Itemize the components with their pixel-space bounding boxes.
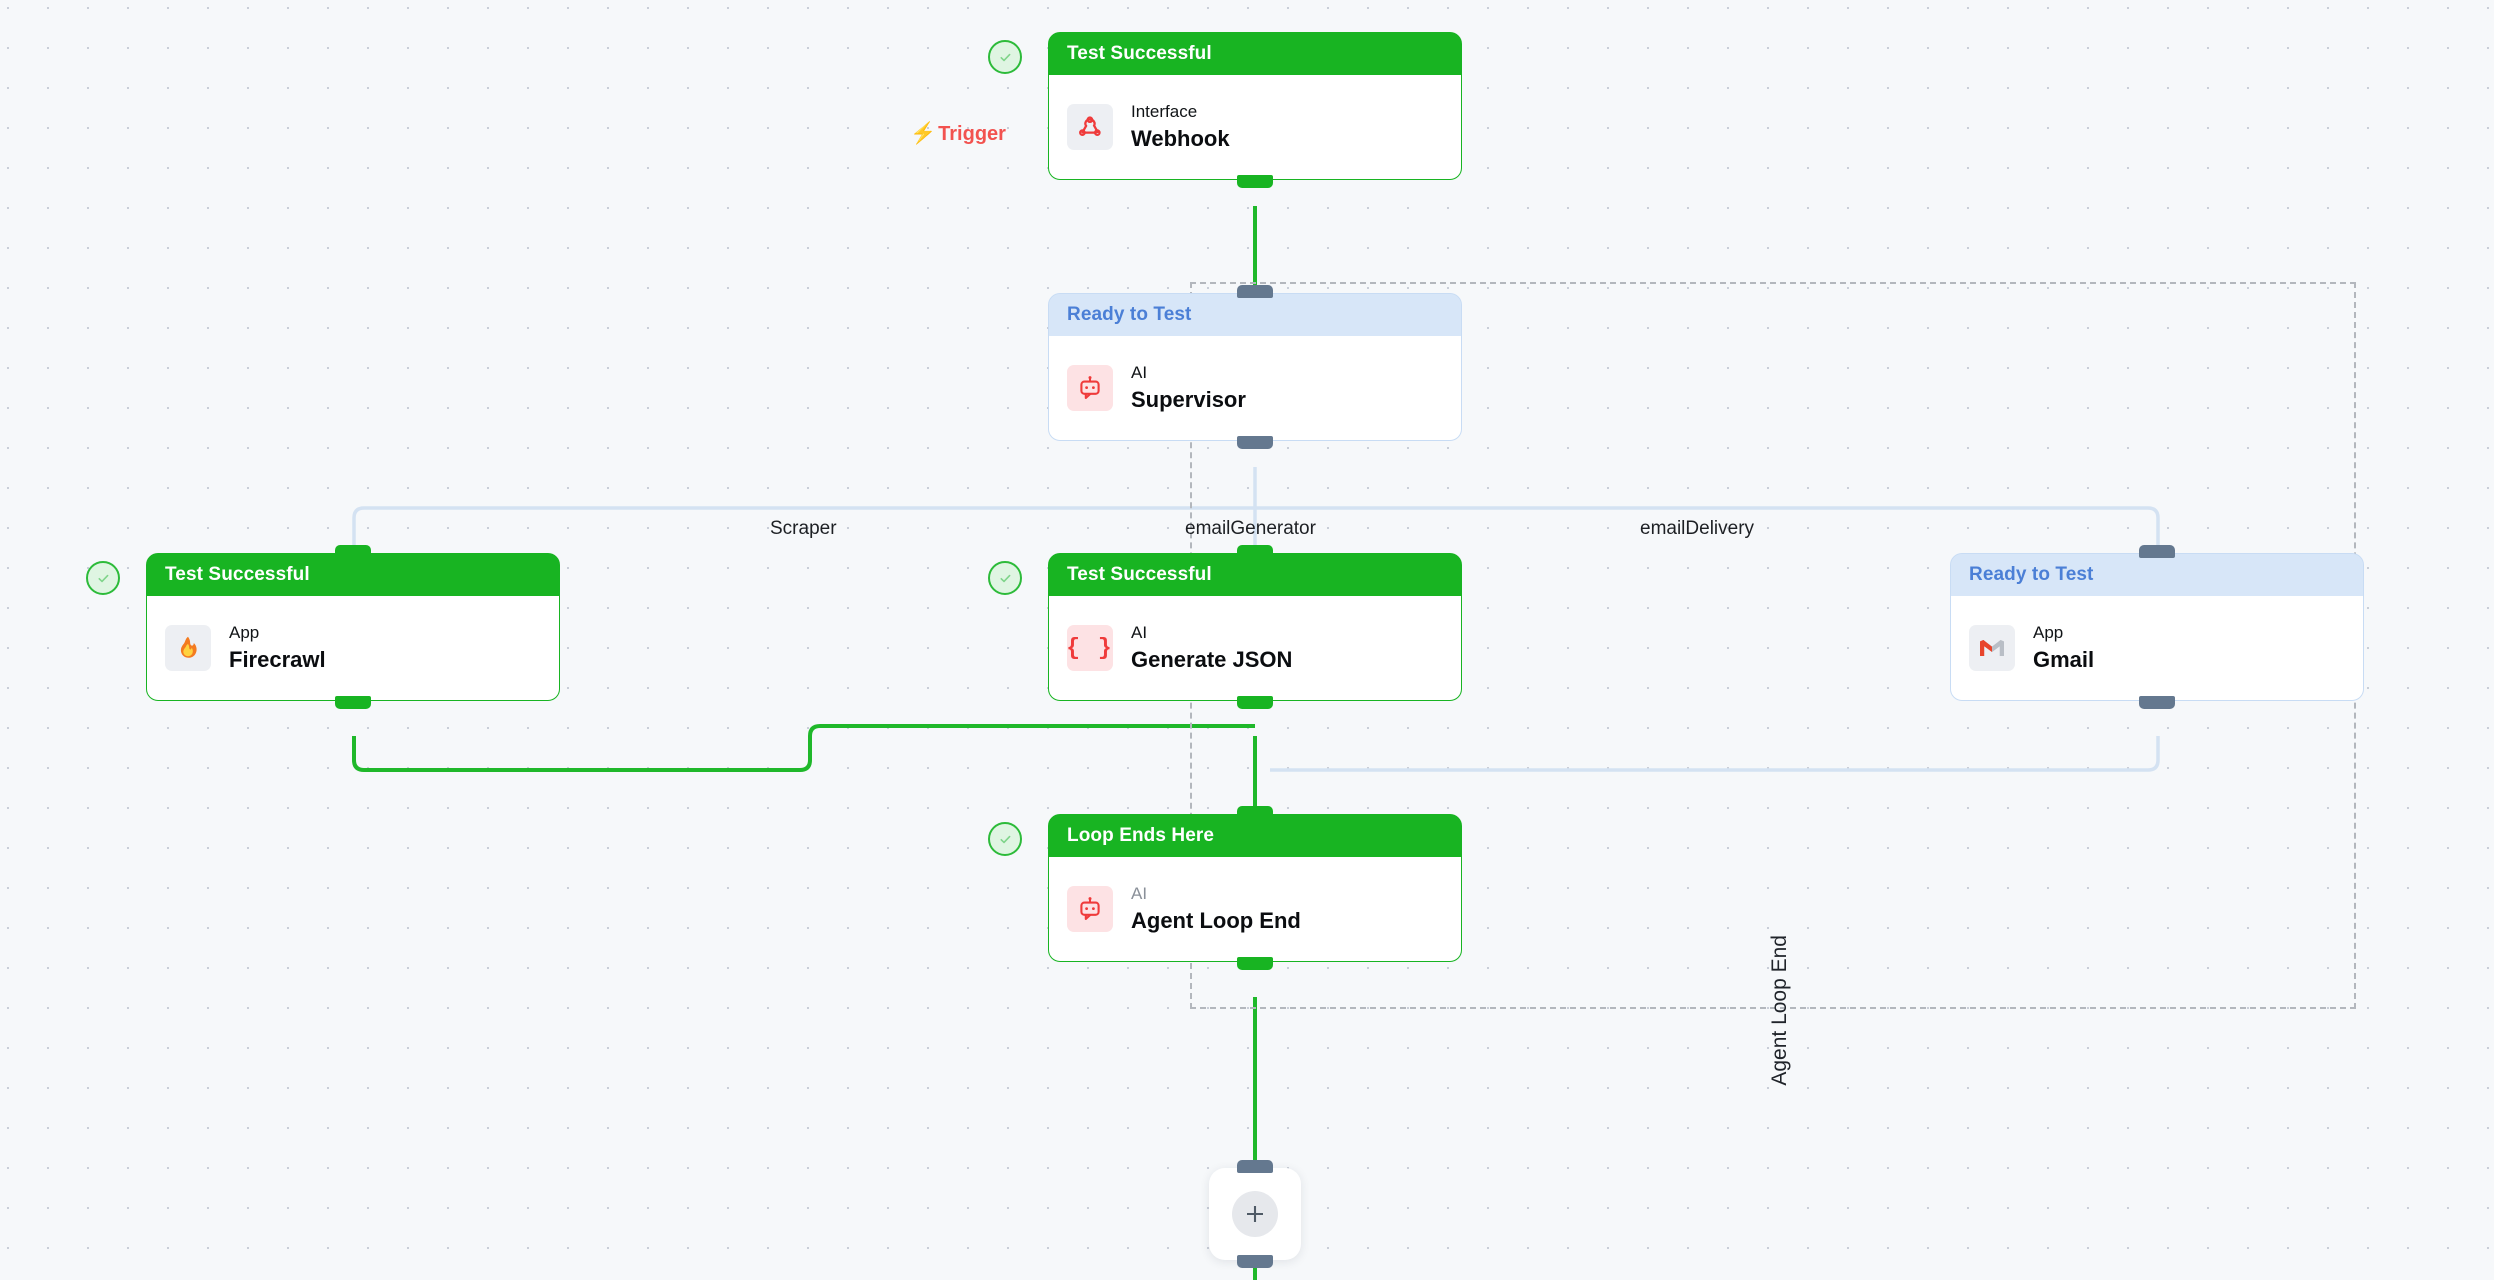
node-kind: Interface [1131,101,1198,121]
check-icon [999,574,1010,582]
status-badge-success [988,561,1022,595]
node-firecrawl[interactable]: Test Successful App Firecrawl [86,545,560,709]
plus-icon [1232,1191,1278,1237]
node-title: Agent Loop End [1131,907,1301,933]
input-port[interactable] [1237,806,1273,819]
branch-label-emaildelivery: emailDelivery [1640,518,1755,539]
output-port[interactable] [1237,957,1273,970]
output-port[interactable] [335,696,371,709]
output-port[interactable] [2139,696,2175,709]
lightning-bolt-icon: ⚡ [910,122,937,145]
input-port[interactable] [1237,285,1273,298]
node-kind: AI [1131,362,1148,382]
input-port[interactable] [1237,1160,1273,1173]
node-title: Webhook [1131,125,1230,151]
add-node-button[interactable] [1209,1160,1301,1268]
agent-loop-boundary-label: Agent Loop End [1768,935,1791,1086]
status-badge-success [988,822,1022,856]
node-agent-loop-end[interactable]: Loop Ends Here AI Agent Loop End [988,806,1462,970]
check-icon [999,835,1010,843]
trigger-label-text: Trigger [938,122,1006,145]
branch-label-scraper: Scraper [770,518,837,539]
webhook-icon [1067,104,1113,150]
node-status-label: Test Successful [1049,33,1461,75]
node-status-label: Ready to Test [1049,294,1461,336]
output-port[interactable] [1237,436,1273,449]
input-port[interactable] [2139,545,2175,558]
node-title: Generate JSON [1131,646,1293,672]
curly-braces-icon: { } [1066,625,1113,671]
node-kind: AI [1131,883,1148,903]
node-status-label: Test Successful [147,554,559,596]
input-port[interactable] [335,545,371,558]
trigger-label: ⚡ Trigger [910,122,1006,146]
robot-icon [1067,365,1113,411]
status-badge-success [86,561,120,595]
gmail-icon [1969,625,2015,671]
check-icon [97,574,108,582]
output-port[interactable] [1237,175,1273,188]
node-supervisor[interactable]: Ready to Test AI Supervisor [1048,285,1462,449]
branch-label-emailgenerator: emailGenerator [1185,518,1316,539]
robot-icon [1067,886,1113,932]
input-port[interactable] [1237,545,1273,558]
node-title: Firecrawl [229,646,326,672]
node-webhook[interactable]: Test Successful Interface Webhook [988,32,1462,188]
output-port[interactable] [1237,1255,1273,1268]
node-kind: AI [1131,622,1148,642]
node-title: Supervisor [1131,386,1246,412]
node-status-label: Ready to Test [1951,554,2363,596]
node-generate-json[interactable]: Test Successful { } AI Generate JSON [988,545,1462,709]
node-gmail[interactable]: Ready to Test App Gmail [1950,545,2364,709]
output-port[interactable] [1237,696,1273,709]
node-kind: App [229,622,260,642]
check-icon [999,53,1010,61]
status-badge-success [988,40,1022,74]
flame-icon [165,625,211,671]
node-title: Gmail [2033,646,2095,672]
node-status-label: Loop Ends Here [1049,815,1461,857]
node-kind: App [2033,622,2064,642]
node-status-label: Test Successful [1049,554,1461,596]
